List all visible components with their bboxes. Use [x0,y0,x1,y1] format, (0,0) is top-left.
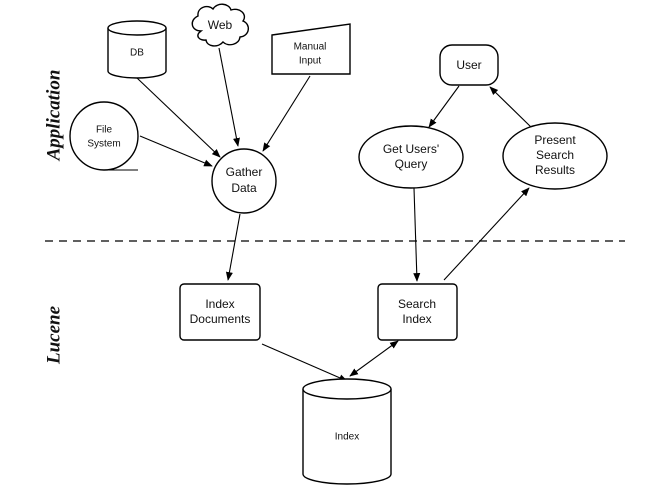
gather-data-node: Gather Data [211,148,277,214]
present-search-results-label-line-1: Present [534,133,576,147]
web-node: Web [191,3,249,47]
db-to-gather-edge [136,77,221,158]
file-system-label-line-1: File [96,125,113,136]
user-to-query-edge [428,85,460,128]
user-label: User [456,58,481,72]
lucene-section-label: Lucene [43,305,64,365]
index-documents-node: Index Documents [179,283,261,341]
present-search-results-label-line-3: Results [535,163,575,177]
index-node: Index [302,378,392,485]
get-users-query-node: Get Users' Query [358,125,464,189]
user-node: User [439,44,499,86]
gather-data-label-line-2: Data [231,181,257,195]
index-documents-to-index-edge [261,343,348,382]
index-documents-label-line-1: Index [205,297,234,311]
search-index-box [377,283,458,341]
manual-input-node: Manual Input [271,23,351,75]
index-cylinder-top [302,378,392,400]
search-index-to-results-edge [443,187,530,281]
web-to-gather-edge [218,47,240,147]
index-cylinder-body [302,389,392,485]
manual-input-to-gather-edge [262,75,311,152]
search-index-label-line-1: Search [398,297,436,311]
db-label: DB [130,48,144,59]
web-cloud-shape [191,3,249,47]
file-system-label-line-2: System [87,139,120,150]
search-index-label-line-2: Index [402,312,431,326]
db-node: DB [107,20,167,79]
db-cylinder-top [107,20,167,36]
application-section-label: Application [43,70,64,162]
present-search-results-label-line-2: Search [536,148,574,162]
manual-input-shape [271,23,351,75]
manual-input-label-line-1: Manual [294,42,327,53]
db-cylinder-body [107,28,167,79]
present-search-results-ellipse [502,122,608,190]
get-users-query-ellipse [358,125,464,189]
user-box [439,44,499,86]
results-to-user-edge [489,86,533,129]
file-system-node: File System [69,101,139,171]
search-index-index-edge [349,340,399,377]
search-index-node: Search Index [377,283,458,341]
gather-data-circle [211,148,277,214]
index-label: Index [335,432,359,443]
file-system-to-gather-edge [139,135,213,167]
file-system-circle [69,101,139,171]
web-label: Web [208,18,233,32]
get-users-query-label-line-1: Get Users' [383,142,439,156]
index-documents-box [179,283,261,341]
index-documents-label-line-2: Documents [190,312,251,326]
gather-data-label-line-1: Gather [226,165,263,179]
query-to-search-index-edge [413,187,421,282]
get-users-query-label-line-2: Query [395,157,428,171]
gather-to-index-documents-edge [225,213,241,281]
present-search-results-node: Present Search Results [502,122,608,190]
manual-input-label-line-2: Input [299,56,321,67]
